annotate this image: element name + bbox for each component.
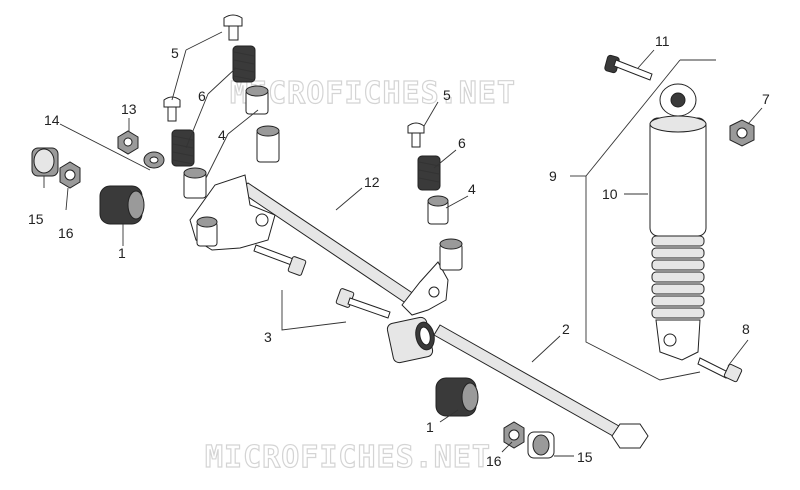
left-boss-upper	[196, 216, 218, 247]
washer-14	[143, 151, 165, 169]
callout-16-right: 16	[486, 453, 502, 469]
watermark-bottom: MICROFICHES.NET	[205, 440, 491, 475]
bolt-2	[433, 324, 649, 449]
callout-1-left: 1	[118, 245, 126, 261]
sleeve-4-left	[183, 167, 207, 199]
callout-9: 9	[549, 168, 557, 184]
callout-10: 10	[602, 186, 618, 202]
cap-15-left	[31, 147, 59, 177]
swing-bracket	[189, 174, 463, 364]
bolt-5-mid	[163, 96, 181, 122]
bolt-5-upper	[223, 14, 243, 41]
bolt-3-lower	[335, 288, 391, 319]
callout-1-right: 1	[426, 419, 434, 435]
shock-spring	[651, 235, 705, 319]
watermark-top: MICROFICHES.NET	[230, 76, 516, 111]
sleeve-4-upper	[245, 85, 269, 115]
callout-6-right: 6	[458, 135, 466, 151]
leader-lines	[43, 31, 763, 457]
bushing-1-right	[435, 377, 479, 417]
bolt-11	[604, 54, 653, 81]
callout-6-upper: 6	[198, 88, 206, 104]
bushing-1-left	[99, 185, 145, 225]
bolt-8	[697, 357, 743, 383]
callout-14: 14	[44, 112, 60, 128]
callout-11: 11	[655, 33, 670, 49]
callout-labels: 5 6 4 13 14 15 16 1 12 5 6 4 3 2 1 16 15…	[28, 33, 770, 469]
shock-absorber	[649, 83, 707, 361]
nut-16-left	[59, 161, 81, 189]
callout-2: 2	[562, 321, 570, 337]
callout-7: 7	[762, 91, 770, 107]
callout-5-upper: 5	[171, 45, 179, 61]
bolt-5-right	[407, 122, 425, 148]
callout-15-left: 15	[28, 211, 44, 227]
callout-13: 13	[121, 101, 137, 117]
spring-6-right	[417, 155, 441, 191]
right-spring-stack	[407, 122, 449, 225]
callout-8: 8	[742, 321, 750, 337]
nut-7	[729, 119, 755, 147]
cap-15-right	[527, 431, 555, 459]
callout-16-left: 16	[58, 225, 74, 241]
nut-13	[117, 130, 139, 155]
sleeve-4-upper-b	[256, 125, 280, 163]
pivot-sleeve	[386, 316, 435, 364]
callout-3: 3	[264, 329, 272, 345]
spring-6-left	[171, 129, 195, 167]
bolt-3-upper	[253, 244, 307, 276]
sleeve-4-right	[427, 195, 449, 225]
callout-4-right: 4	[468, 181, 476, 197]
spring-6-upper	[232, 45, 256, 83]
nut-16-right	[503, 421, 525, 449]
right-boss-upper	[439, 238, 463, 271]
callout-5-right: 5	[443, 87, 451, 103]
callout-15-right: 15	[577, 449, 593, 465]
left-spring-stack	[163, 14, 280, 199]
callout-4-upper: 4	[218, 127, 226, 143]
callout-12: 12	[364, 174, 380, 190]
